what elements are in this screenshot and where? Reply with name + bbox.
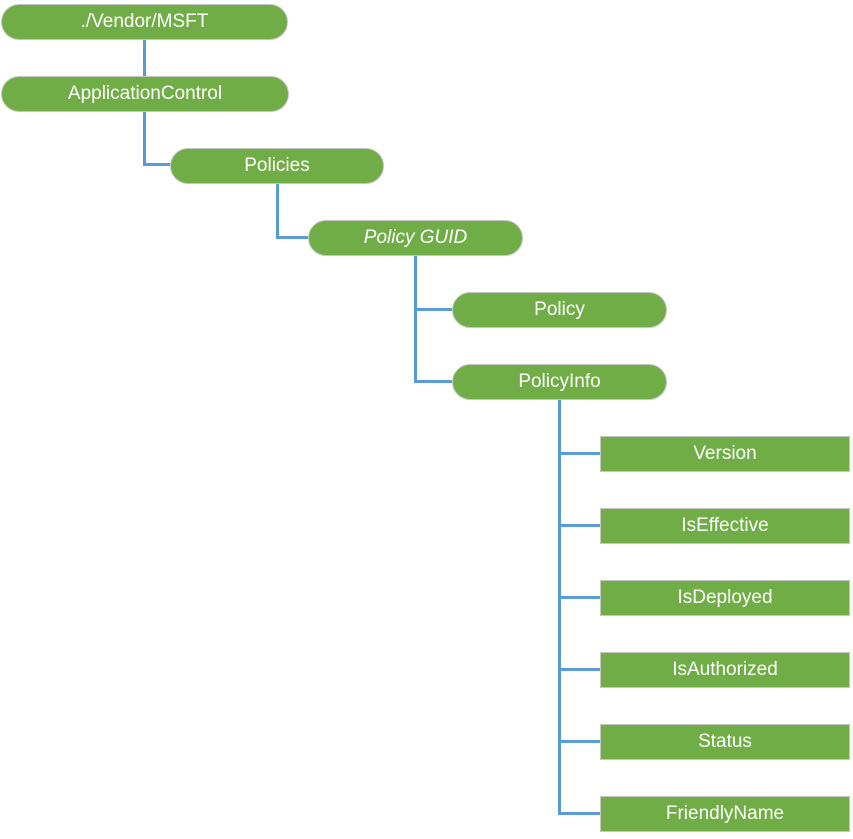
node-isauthorized: IsAuthorized bbox=[600, 652, 850, 688]
connector-policyguid-trunk bbox=[414, 256, 417, 383]
node-friendlyname-label: FriendlyName bbox=[665, 803, 785, 824]
node-vendor-msft: ./Vendor/MSFT bbox=[1, 4, 288, 40]
connector-policyinfo-to-isdeployed bbox=[558, 596, 600, 599]
connector-policies-to-policyguid-vertical bbox=[276, 184, 279, 239]
node-policy-guid-label: Policy GUID bbox=[363, 227, 468, 248]
connector-applicationcontrol-to-policies-horizontal bbox=[143, 163, 170, 166]
connector-policyinfo-to-isauthorized bbox=[558, 668, 600, 671]
node-policy: Policy bbox=[452, 292, 667, 328]
node-applicationcontrol: ApplicationControl bbox=[1, 76, 289, 112]
node-policies: Policies bbox=[170, 148, 384, 184]
connector-policyguid-to-policyinfo bbox=[414, 380, 452, 383]
node-status: Status bbox=[600, 724, 850, 760]
node-iseffective-label: IsEffective bbox=[681, 515, 769, 536]
connector-policyinfo-to-version bbox=[558, 452, 600, 455]
node-policyinfo: PolicyInfo bbox=[452, 364, 667, 400]
node-status-label: Status bbox=[698, 731, 752, 752]
connector-policyguid-to-policy bbox=[414, 308, 452, 311]
connector-applicationcontrol-to-policies-vertical bbox=[143, 112, 146, 166]
connector-policies-to-policyguid-horizontal bbox=[276, 236, 308, 239]
node-applicationcontrol-label: ApplicationControl bbox=[67, 83, 223, 104]
connector-policyinfo-to-iseffective bbox=[558, 524, 600, 527]
connector-vendor-to-applicationcontrol bbox=[143, 40, 146, 76]
connector-policyinfo-to-friendlyname bbox=[558, 812, 600, 815]
node-isdeployed: IsDeployed bbox=[600, 580, 850, 616]
node-policy-guid: Policy GUID bbox=[308, 220, 523, 256]
node-isauthorized-label: IsAuthorized bbox=[672, 659, 778, 680]
node-policies-label: Policies bbox=[244, 155, 310, 176]
node-iseffective: IsEffective bbox=[600, 508, 850, 544]
connector-policyinfo-trunk bbox=[558, 400, 561, 815]
node-vendor-msft-label: ./Vendor/MSFT bbox=[80, 11, 209, 32]
node-policyinfo-label: PolicyInfo bbox=[518, 371, 601, 392]
node-version-label: Version bbox=[693, 443, 757, 464]
node-version: Version bbox=[600, 436, 850, 472]
node-policy-label: Policy bbox=[534, 299, 585, 320]
connector-policyinfo-to-status bbox=[558, 740, 600, 743]
node-friendlyname: FriendlyName bbox=[600, 796, 850, 832]
node-isdeployed-label: IsDeployed bbox=[677, 587, 773, 608]
